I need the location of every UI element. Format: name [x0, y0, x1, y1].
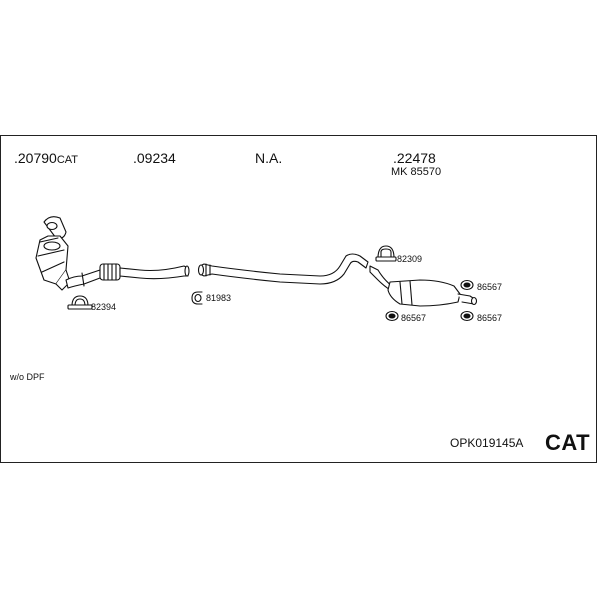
- clamp-81983-icon: [191, 291, 203, 305]
- dpf-note: w/o DPF: [10, 372, 45, 382]
- rubber-mount-1-icon: [460, 279, 474, 291]
- part-number-suffix: CAT: [56, 154, 79, 166]
- clamp-82394-icon: [67, 295, 93, 310]
- rubber-mount-3-icon: [460, 310, 474, 322]
- rear-silencer: [369, 265, 478, 307]
- part-number-front-pipe: .09234: [133, 150, 176, 166]
- part-number-middle-pipe: N.A.: [255, 150, 283, 166]
- callout-rubber-mount-3: 86567: [477, 313, 503, 323]
- callout-clamp-rear: 82309: [397, 254, 423, 264]
- kit-type-label: CAT: [545, 430, 591, 455]
- part-number-catalyst: .20790CAT: [14, 150, 79, 166]
- rubber-mount-2-icon: [385, 310, 399, 322]
- clamp-82309-icon: [375, 245, 397, 262]
- mounting-kit-number: MK 85570: [391, 166, 442, 178]
- kit-code: OPK019145A: [450, 436, 524, 450]
- part-number-rear-silencer: .22478: [393, 150, 436, 166]
- callout-clamp-left: 82394: [91, 302, 117, 312]
- callout-rubber-mount-1: 86567: [477, 282, 503, 292]
- diagram-frame: [0, 135, 597, 463]
- middle-pipe: [197, 253, 369, 285]
- catalytic-converter: [35, 216, 71, 291]
- callout-clamp-middle: 81983: [206, 293, 232, 303]
- front-pipe: [65, 263, 190, 289]
- callout-rubber-mount-2: 86567: [401, 313, 427, 323]
